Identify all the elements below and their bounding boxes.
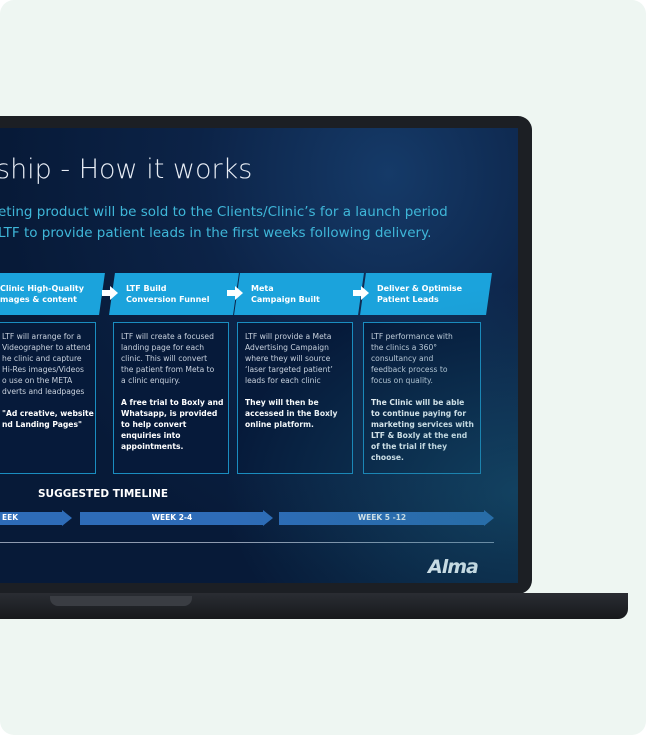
timeline-arrow: WEEK 5 -12 xyxy=(279,510,494,527)
step-text-line: the patient from Meta to xyxy=(121,365,215,374)
timeline-arrow: EEK xyxy=(0,510,72,527)
step-text-line: focus on quality. xyxy=(371,376,433,385)
timeline-arrow-label: WEEK 2-4 xyxy=(151,513,193,522)
step-bold-line: to help convert xyxy=(121,420,187,429)
step-text-line: where they will source xyxy=(245,354,331,363)
step-bold-line: The Clinic will be able xyxy=(371,398,465,407)
timeline-label: SUGGESTED TIMELINE xyxy=(38,488,169,500)
divider xyxy=(0,542,494,543)
step-bold-line: to continue paying for xyxy=(371,409,467,418)
step-text-line: LTF will provide a Meta xyxy=(245,332,332,341)
step-text-line: LTF will create a focused xyxy=(121,332,214,341)
timeline-arrow-label: WEEK 5 -12 xyxy=(357,513,407,522)
step-text-line: the clinics a 360° xyxy=(371,343,438,352)
slide-subtitle: eting product will be sold to the Client… xyxy=(0,202,448,244)
step-text-line: feedback process to xyxy=(371,365,448,374)
laptop-screen: ship - How it works eting product will b… xyxy=(0,128,518,583)
step-text-line: Advertising Campaign xyxy=(245,343,329,352)
step-bold-line: LTF & Boxly at the end xyxy=(371,431,468,440)
alma-logo: Alma xyxy=(428,556,479,578)
step-text-line: leads for each clinic xyxy=(245,376,321,385)
step-text-line: clinic. This will convert xyxy=(121,354,208,363)
step-header: Clinic High-Quality mages & content xyxy=(0,273,105,315)
step-title-line: Patient Leads xyxy=(377,295,439,304)
step-text-line: a clinic enquiry. xyxy=(121,376,181,385)
step-title-line: Campaign Built xyxy=(251,295,320,304)
step-bold-line: choose. xyxy=(371,453,404,462)
step-title-line: mages & content xyxy=(0,295,77,304)
step-bold-line: enquiries into xyxy=(121,431,181,440)
step-card: LTF performance with the clinics a 360° co… xyxy=(363,322,481,474)
step-bold-line: nd Landing Pages" xyxy=(2,420,82,429)
step-bold-line: of the trial if they xyxy=(371,442,448,451)
step-bold-line: marketing services with xyxy=(371,420,474,429)
step-bold-line: appointments. xyxy=(121,442,184,451)
step-bold-line: They will then be xyxy=(245,398,319,407)
step-text-line: he clinic and capture xyxy=(2,354,82,363)
step-card: LTF will create a focused landing page fo… xyxy=(113,322,229,474)
step-bold-line: A free trial to Boxly and xyxy=(121,398,224,407)
step-bold-line: "Ad creative, website xyxy=(2,409,94,418)
step-text-line: LTF will arrange for a xyxy=(2,332,82,341)
slide-title: ship - How it works xyxy=(0,154,253,185)
timeline-arrow-label: EEK xyxy=(2,513,19,522)
step-text-line: consultancy and xyxy=(371,354,434,363)
timeline-arrow: WEEK 2-4 xyxy=(80,510,273,527)
step-text-line: LTF performance with xyxy=(371,332,453,341)
step-text-line: dverts and leadpages xyxy=(2,387,85,396)
step-text-line: Hi-Res images/Videos xyxy=(2,365,84,374)
step-title-line: Conversion Funnel xyxy=(126,295,210,304)
laptop-notch xyxy=(50,596,192,606)
subtitle-line: LTF to provide patient leads in the firs… xyxy=(0,225,432,241)
step-card: LTF will arrange for a Videographer to at… xyxy=(0,322,96,474)
step-bold-line: accessed in the Boxly xyxy=(245,409,338,418)
subtitle-line: eting product will be sold to the Client… xyxy=(0,204,448,220)
step-title-line: Deliver & Optimise xyxy=(377,284,463,293)
step-text-line: landing page for each xyxy=(121,343,205,352)
step-text-line: Videographer to attend xyxy=(2,343,91,352)
step-title-line: Clinic High-Quality xyxy=(0,284,84,293)
step-bold-line: Whatsapp, is provided xyxy=(121,409,218,418)
step-title-line: Meta xyxy=(251,284,274,293)
step-bold-line: online platform. xyxy=(245,420,314,429)
step-title-line: LTF Build xyxy=(126,284,167,293)
step-text-line: o use on the META xyxy=(2,376,73,385)
step-text-line: ‘laser targeted patient’ xyxy=(245,365,333,374)
